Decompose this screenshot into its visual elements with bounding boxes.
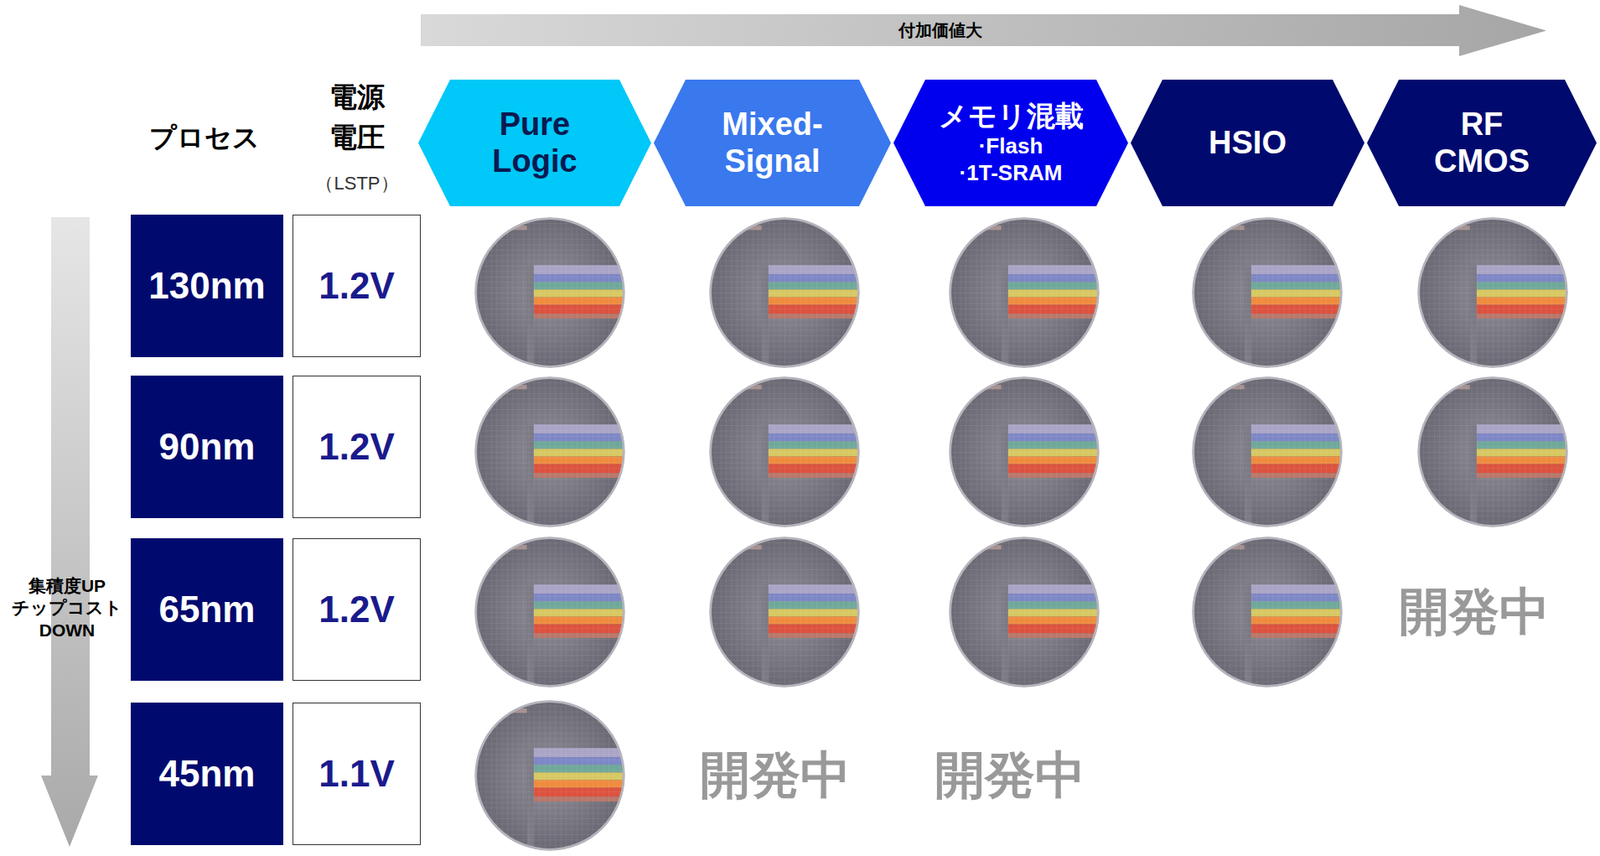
category-chevron: メモリ混載·Flash·1T-SRAM: [893, 79, 1129, 207]
chevron-outline: [653, 79, 891, 207]
process-box: 90nm: [130, 375, 284, 518]
value-arrow: 付加価値大: [420, 5, 1547, 57]
density-arrow: 集積度UP チップコスト DOWN: [0, 217, 135, 847]
voltage-box: 1.2V: [292, 214, 421, 358]
node-text: メモリ混載: [938, 99, 1084, 133]
node-text: RF CMOS: [1434, 106, 1530, 180]
status-note: 開発中: [934, 747, 1086, 803]
voltage-box: 1.1V: [292, 702, 421, 845]
wafer: [708, 375, 867, 532]
chevron-outline: [418, 79, 652, 207]
process-box: 130nm: [130, 214, 284, 358]
arrow-body: [420, 5, 1547, 57]
node-text: 付加価値大: [898, 20, 983, 41]
chevron-outline: [893, 79, 1129, 207]
wafer: [947, 535, 1107, 692]
wafer: [708, 535, 867, 692]
wafer: [1190, 535, 1350, 692]
voltage-box: 1.2V: [292, 375, 421, 518]
value-arrow-shape: [420, 5, 1547, 57]
wafer: [947, 375, 1107, 532]
node-text: Mixed- Signal: [721, 106, 823, 180]
node-text: 1.1V: [318, 752, 395, 796]
column-heading: プロセス: [149, 121, 260, 154]
node-text: HSIO: [1208, 124, 1287, 162]
node-text: 45nm: [159, 752, 256, 796]
wafer: [473, 216, 632, 373]
voltage-box: 1.2V: [292, 538, 421, 681]
node-subtext: ·Flash: [978, 134, 1044, 160]
voltage-note: （LSTP）: [315, 172, 399, 195]
node-text: 集積度UP チップコスト DOWN: [11, 574, 123, 642]
wafer: [1416, 216, 1575, 373]
node-text: 90nm: [159, 425, 256, 469]
wafer: [947, 216, 1107, 373]
density-arrow-shape: [0, 217, 135, 847]
column-heading: 電源 電圧: [329, 77, 385, 158]
node-text: 1.2V: [318, 425, 395, 469]
node-text: 130nm: [148, 264, 265, 308]
process-box: 65nm: [130, 538, 284, 681]
wafer: [473, 699, 632, 855]
node-text: Pure Logic: [491, 106, 577, 180]
node-text: 65nm: [159, 588, 256, 632]
wafer: [1416, 375, 1575, 532]
wafer: [473, 535, 632, 692]
process-box: 45nm: [130, 702, 284, 845]
node-text: 1.2V: [318, 588, 395, 632]
category-chevron: HSIO: [1130, 79, 1365, 207]
category-chevron: Mixed- Signal: [653, 79, 891, 207]
wafer: [1190, 375, 1350, 532]
wafer: [1190, 216, 1350, 373]
node-text: 1.2V: [318, 264, 395, 308]
category-chevron: Pure Logic: [418, 79, 652, 207]
chevron-outline: [1130, 79, 1365, 207]
wafer: [473, 375, 632, 532]
arrow-body: [41, 217, 99, 847]
status-note: 開発中: [699, 747, 851, 803]
wafer: [708, 216, 867, 373]
status-note: 開発中: [1398, 584, 1550, 640]
chevron-outline: [1366, 79, 1597, 207]
category-chevron: RF CMOS: [1366, 79, 1597, 207]
node-subtext: ·1T-SRAM: [959, 160, 1063, 187]
